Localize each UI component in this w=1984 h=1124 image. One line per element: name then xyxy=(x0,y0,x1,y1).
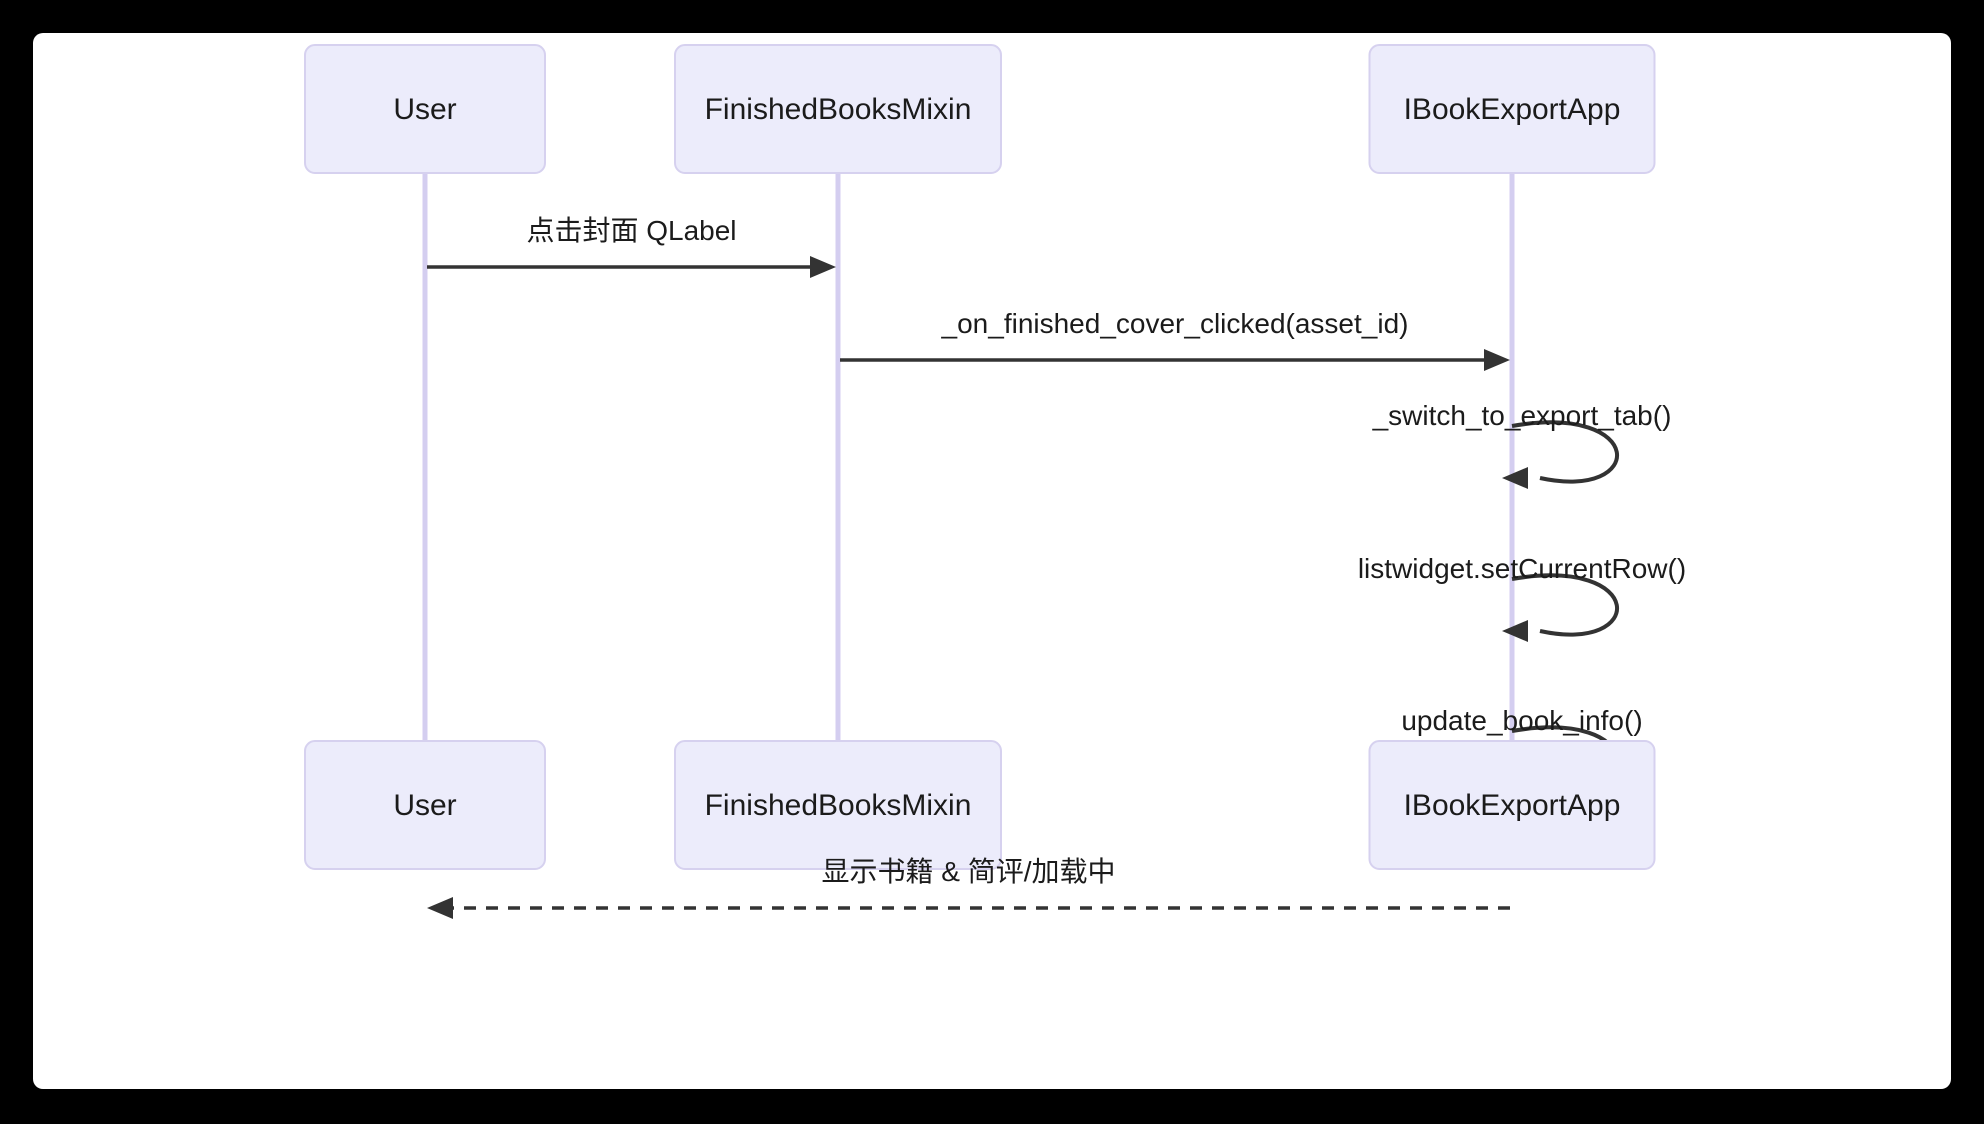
message-label-m6: 显示书籍 & 简评/加载中 xyxy=(821,856,1115,887)
message-label-m5: update_book_info() xyxy=(1401,705,1642,736)
arrowhead-m6 xyxy=(427,897,453,919)
actor-box-app-top[interactable] xyxy=(1368,44,1656,174)
actor-box-app-bottom[interactable] xyxy=(1368,740,1656,870)
self-message-loop-m4 xyxy=(1511,573,1620,637)
message-label-m4: listwidget.setCurrentRow() xyxy=(1358,553,1686,584)
message-label-group: 点击封面 QLabel _on_finished_cover_clicked(as… xyxy=(526,215,1686,887)
actor-label-app-top: IBookExportApp xyxy=(1404,93,1621,126)
actor-label-user-bottom: User xyxy=(393,789,456,822)
actor-box-mixin-top[interactable] xyxy=(674,44,1002,174)
actor-label-user-top: User xyxy=(393,93,456,126)
message-label-m3: _switch_to_export_tab() xyxy=(1372,400,1672,431)
self-message-loop-m3 xyxy=(1511,420,1620,484)
actor-label-mixin-bottom: FinishedBooksMixin xyxy=(705,789,972,822)
actor-label-mixin-top: FinishedBooksMixin xyxy=(705,93,972,126)
arrowhead-m3 xyxy=(1502,467,1528,489)
actor-label-app-bottom: IBookExportApp xyxy=(1404,789,1621,822)
actor-boxes-bottom: User FinishedBooksMixin IBookExportApp xyxy=(304,740,1656,870)
lifeline-group xyxy=(422,173,1515,741)
actor-box-mixin-bottom[interactable] xyxy=(674,740,1002,870)
arrowhead-m1 xyxy=(810,256,836,278)
message-label-m2: _on_finished_cover_clicked(asset_id) xyxy=(941,308,1409,339)
arrowhead-m4 xyxy=(1502,620,1528,642)
actor-box-user-bottom[interactable] xyxy=(304,740,546,870)
actor-boxes-top: User FinishedBooksMixin IBookExportApp xyxy=(304,44,1656,174)
arrowhead-m2 xyxy=(1484,349,1510,371)
actor-box-user-top[interactable] xyxy=(304,44,546,174)
message-label-m1: 点击封面 QLabel xyxy=(526,215,736,246)
